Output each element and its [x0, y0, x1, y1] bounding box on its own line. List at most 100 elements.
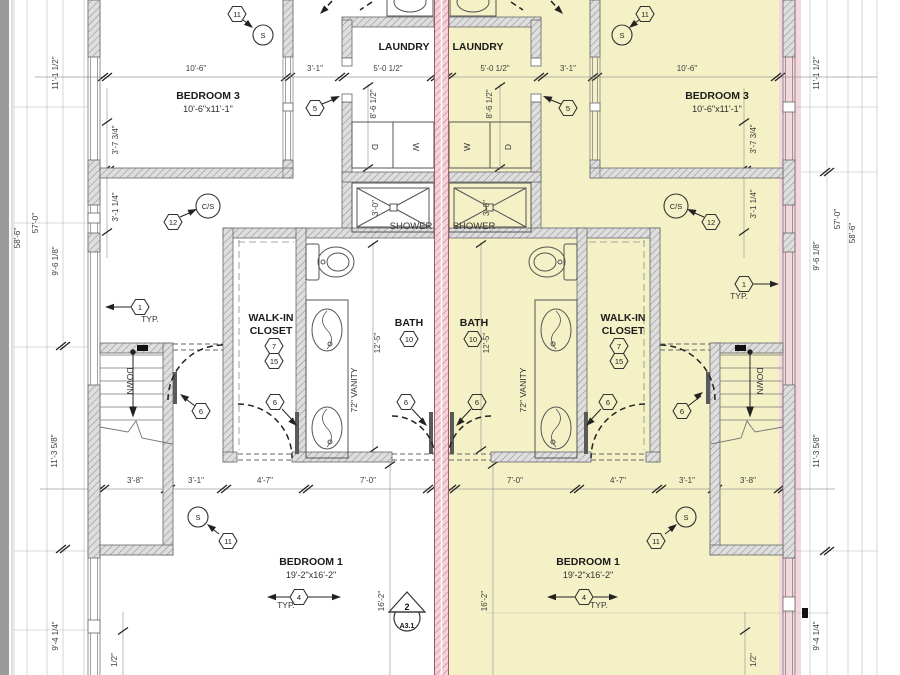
- dim-right-total-b: 57'-0": [833, 209, 842, 230]
- keynote-6-bath-right: 6: [475, 398, 479, 407]
- smoke-symbol-top-right: S: [619, 31, 624, 40]
- door-leaf: [450, 412, 454, 454]
- dryer-label-left: D: [370, 144, 380, 150]
- room-label-bedroom1-right: BEDROOM 1: [556, 556, 620, 568]
- keynote-7-left: 7: [272, 342, 276, 351]
- dim-bath-right: 12'-5": [482, 333, 491, 354]
- dim-bot-7: 3'-1": [679, 476, 695, 485]
- keynote-6-bath-left: 6: [404, 398, 408, 407]
- door-leaf: [295, 412, 299, 454]
- keynote-6-stair-left: 6: [199, 407, 203, 416]
- text-layer: BEDROOM 3 10'-6"x11'-1" LAUNDRY SHOWER B…: [13, 10, 857, 667]
- room-size-bedroom3-left: 10'-6"x11'-1": [183, 104, 233, 114]
- keynote-11-bot-left: 11: [224, 537, 232, 546]
- toilet-right: [528, 243, 578, 281]
- dim-left-9-6: 9'-6 1/8": [51, 246, 60, 275]
- keynote-11-top-right: 11: [641, 10, 649, 19]
- dim-left-3-1q: 3'-1 1/4": [111, 192, 120, 221]
- keynote-10-left: 10: [405, 335, 413, 344]
- dim-top-4: 5'-0 1/2": [480, 64, 509, 73]
- dim-bot-1: 3'-8": [127, 476, 143, 485]
- dryer-box-right: [489, 121, 532, 169]
- keynote-15-left: 15: [270, 357, 278, 366]
- dim-top-3: 5'-0 1/2": [373, 64, 402, 73]
- dim-top-5: 3'-1": [560, 64, 576, 73]
- dim-right-total-a: 58'-6": [848, 223, 857, 244]
- toilet-left: [305, 243, 355, 281]
- panel-symbol: [802, 608, 808, 618]
- keynote-6-closet-right: 6: [606, 398, 610, 407]
- dim-left-9-4: 9'-4 1/4": [51, 621, 60, 650]
- keynote-4-left: 4: [297, 593, 301, 602]
- right-unit-walls: [448, 0, 784, 556]
- keynote-11-bot-right: 11: [652, 537, 660, 546]
- typ-label-wall-right: TYP.: [730, 291, 748, 301]
- dim-left-total-a: 58'-6": [13, 228, 22, 249]
- cs-symbol-right: C/S: [670, 202, 683, 211]
- door-leaf: [173, 372, 177, 404]
- smoke-symbol-bot-right: S: [683, 513, 688, 522]
- door-swings: [167, 0, 716, 460]
- dim-right-11-3: 11'-3 5/8": [812, 434, 821, 467]
- left-wall-glass: [90, 57, 98, 675]
- keynote-12-right: 12: [707, 218, 715, 227]
- dim-laundry-left: 8'-6 1/2": [369, 89, 378, 118]
- door-leaf: [584, 412, 588, 454]
- dim-left-half: 1/2": [110, 653, 119, 667]
- dim-right-9-6: 9'-6 1/8": [812, 241, 821, 270]
- keynote-6-closet-left: 6: [273, 398, 277, 407]
- dim-bot-6: 4'-7": [610, 476, 626, 485]
- walls: [87, 0, 808, 675]
- room-label-laundry-right: LAUNDRY: [453, 41, 504, 53]
- dim-right-9-4: 9'-4 1/4": [812, 621, 821, 650]
- dim-top-1: 10'-6": [186, 64, 207, 73]
- keynote-10-right: 10: [469, 335, 477, 344]
- closet-shelving: [238, 240, 645, 450]
- vanity-label-left: 72" VANITY: [349, 367, 359, 412]
- dim-bot-8: 3'-8": [740, 476, 756, 485]
- keynote-5-right: 5: [566, 104, 570, 113]
- stairs: [99, 345, 784, 445]
- dim-left-11-3: 11'-3 5/8": [50, 434, 59, 467]
- dim-shower-right: 3'-0": [482, 200, 491, 216]
- dim-left-11-1: 11'-1 1/2": [51, 56, 60, 89]
- keynote-7-right: 7: [617, 342, 621, 351]
- stair-marker-right: [735, 345, 746, 351]
- party-wall: [434, 0, 449, 675]
- dim-bedroom1-right: 16'-2": [480, 591, 489, 612]
- cased-openings: [173, 343, 710, 461]
- room-label-walkin2-right: CLOSET: [602, 325, 645, 337]
- dim-bath-left: 12'-5": [373, 333, 382, 354]
- top-fixture-left: [386, 0, 434, 17]
- section-marker: [387, 591, 427, 632]
- room-size-bedroom3-right: 10'-6"x11'-1": [692, 104, 742, 114]
- smoke-symbol-top-left: S: [260, 31, 265, 40]
- dim-right-half: 1/2": [749, 653, 758, 667]
- dim-top-6: 10'-6": [677, 64, 698, 73]
- top-fixture-right: [449, 0, 497, 17]
- break-line-left: [99, 420, 173, 445]
- dim-top-2: 3'-1": [307, 64, 323, 73]
- dim-right-3-7: 3'-7 3/4": [749, 124, 758, 153]
- right-wall-glass: [785, 57, 793, 675]
- dim-left-3-7: 3'-7 3/4": [111, 125, 120, 154]
- keynote-11-top-left: 11: [233, 10, 241, 19]
- break-line-right: [710, 420, 784, 445]
- room-label-bath-right: BATH: [460, 317, 488, 329]
- room-label-shower-right: SHOWER: [453, 221, 496, 232]
- room-label-shower-left: SHOWER: [390, 221, 433, 232]
- keynote-shapes: [130, 5, 754, 606]
- exterior-pink-band: [779, 0, 801, 675]
- vanity-left: [305, 299, 349, 459]
- keynote-1-left: 1: [138, 303, 142, 312]
- dim-shower-left: 3'-0": [371, 200, 380, 216]
- vanity-label-right: 72" VANITY: [518, 367, 528, 412]
- dim-laundry-right: 8'-6 1/2": [485, 89, 494, 118]
- room-label-bedroom3-left: BEDROOM 3: [176, 90, 240, 102]
- keynote-4-right: 4: [582, 593, 586, 602]
- stairs-down-label-left: DOWN: [125, 368, 135, 395]
- keynote-1-right: 1: [742, 280, 746, 289]
- dim-right-3-1q: 3'-1 1/4": [749, 189, 758, 218]
- dim-bot-3: 4'-7": [257, 476, 273, 485]
